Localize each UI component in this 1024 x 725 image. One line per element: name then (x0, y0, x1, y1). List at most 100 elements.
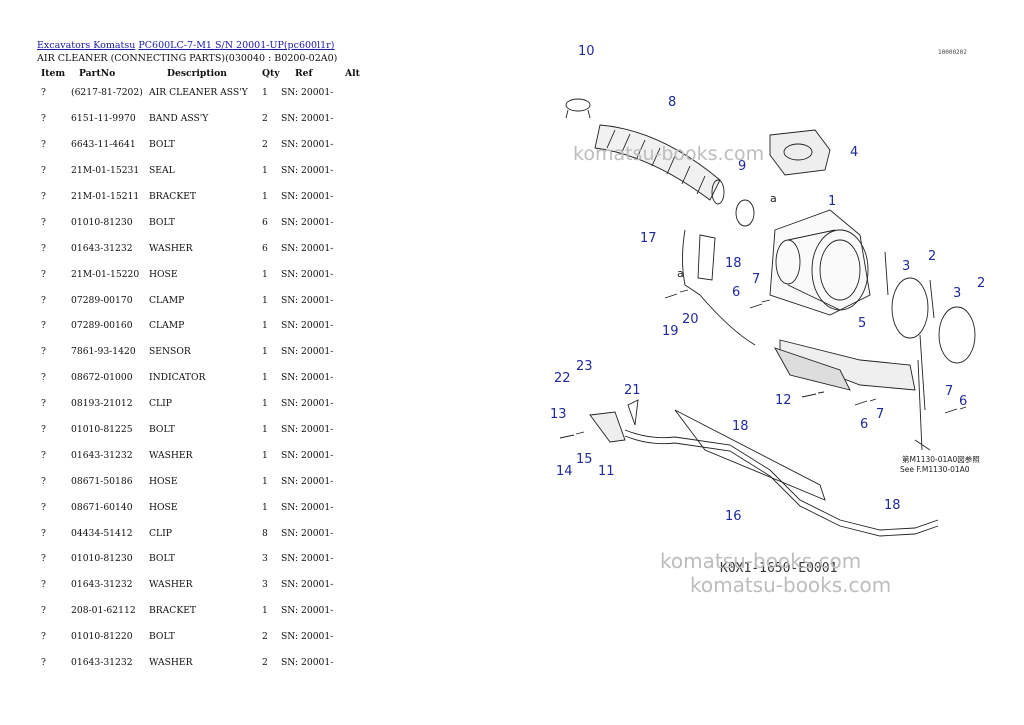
cell-partno: 01010-81230 (71, 553, 133, 565)
cell-ref: SN: 20001- (281, 139, 334, 151)
band-2a-shape (891, 277, 929, 339)
cell-partno: 04434-51412 (71, 527, 133, 539)
cell-partno: 07289-00170 (71, 294, 133, 306)
drawing-number: K0X1-1650-E0001 (720, 561, 837, 576)
callout-4: 4 (850, 145, 858, 160)
callout-7-top: 7 (752, 272, 760, 287)
cell-item: ? (41, 527, 46, 539)
breadcrumb-link-model[interactable]: PC600LC-7-M1 S/N 20001-UP(pc600l1r) (138, 40, 335, 51)
cell-item: ? (41, 294, 46, 306)
cell-ref: SN: 20001- (281, 657, 334, 669)
col-item: Item (41, 67, 66, 79)
cell-description: BOLT (149, 424, 175, 436)
cell-ref: SN: 20001- (281, 87, 334, 99)
parts-table: Item PartNo Description Qty Ref Alt ?(62… (37, 66, 365, 675)
cell-partno: 208-01-62112 (71, 605, 136, 617)
cell-partno: 07289-00160 (71, 320, 133, 332)
cell-qty: 3 (262, 579, 268, 591)
callout-1: 1 (828, 194, 836, 209)
air-cleaner-body-shape (769, 209, 871, 316)
callout-13: 13 (550, 407, 567, 422)
cell-description: WASHER (149, 657, 193, 669)
callout-9: 9 (738, 159, 746, 174)
cell-description: CLAMP (149, 320, 185, 332)
callout-2-a: 2 (928, 249, 936, 264)
cell-alt (345, 494, 365, 520)
cell-item: ? (41, 553, 46, 565)
cell-partno: 01010-81225 (71, 424, 133, 436)
cell-qty: 1 (262, 87, 268, 99)
callout-2-b: 2 (977, 276, 985, 291)
cell-qty: 1 (262, 346, 268, 358)
cell-qty: 1 (262, 398, 268, 410)
cell-qty: 6 (262, 242, 268, 254)
callout-7-right: 7 (945, 384, 953, 399)
cell-alt (345, 313, 365, 339)
cell-ref: SN: 20001- (281, 553, 334, 565)
figure-code: 10000202 (938, 49, 967, 56)
col-alt: Alt (345, 67, 360, 79)
cell-ref: SN: 20001- (281, 501, 334, 513)
cell-item: ? (41, 449, 46, 461)
callout-16: 16 (725, 509, 742, 524)
callout-15: 15 (576, 452, 593, 467)
cell-description: HOSE (149, 475, 178, 487)
cell-item: ? (41, 631, 46, 643)
cell-ref: SN: 20001- (281, 527, 334, 539)
cell-qty: 1 (262, 294, 268, 306)
watermark-bottom-2: komatsu-books.com (690, 573, 891, 597)
cell-description: WASHER (149, 579, 193, 591)
cell-ref: SN: 20001- (281, 268, 334, 280)
cell-qty: 1 (262, 165, 268, 177)
band-2b-shape (938, 306, 976, 364)
cell-alt (345, 417, 365, 443)
cell-description: CLIP (149, 398, 172, 410)
ref-note-jp: 第M1130-01A0図参照 (902, 454, 980, 464)
cell-ref: SN: 20001- (281, 605, 334, 617)
cell-partno: 01010-81220 (71, 631, 133, 643)
cell-ref: SN: 20001- (281, 165, 334, 177)
cell-alt (345, 287, 365, 313)
cell-qty: 1 (262, 501, 268, 513)
cell-alt (345, 132, 365, 158)
cell-partno: 6643-11-4641 (71, 139, 136, 151)
cell-alt (345, 468, 365, 494)
cell-description: BAND ASS'Y (149, 113, 209, 125)
callout-18-mid: 18 (732, 419, 749, 434)
cell-ref: SN: 20001- (281, 424, 334, 436)
callout-21: 21 (624, 383, 641, 398)
cell-description: BRACKET (149, 605, 197, 617)
cell-qty: 2 (262, 657, 268, 669)
callout-17: 17 (640, 231, 657, 246)
cell-item: ? (41, 657, 46, 669)
cell-item: ? (41, 372, 46, 384)
cell-partno: 08672-01000 (71, 372, 133, 384)
cell-item: ? (41, 165, 46, 177)
cell-description: WASHER (149, 242, 193, 254)
breadcrumb-link-category[interactable]: Excavators Komatsu (37, 40, 136, 51)
cell-partno: 6151-11-9970 (71, 113, 136, 125)
cell-description: BRACKET (149, 191, 197, 202)
callout-19: 19 (662, 324, 679, 339)
seal-4-shape (769, 129, 831, 176)
callout-3-a: 3 (902, 259, 910, 274)
col-description: Description (167, 67, 227, 79)
cell-partno: 21M-01-15211 (71, 191, 140, 202)
cell-partno: 08193-21012 (71, 398, 133, 410)
callout-18-bottom: 18 (884, 498, 901, 513)
cell-qty: 2 (262, 631, 268, 643)
cell-ref: SN: 20001- (281, 346, 334, 358)
cell-ref: SN: 20001- (281, 191, 334, 202)
